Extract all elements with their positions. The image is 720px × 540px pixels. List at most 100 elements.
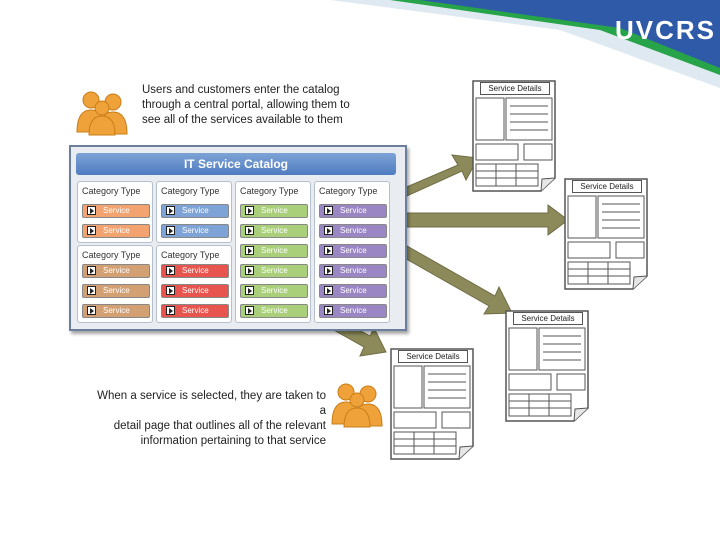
service-details-title: Service Details <box>513 312 583 325</box>
service-button[interactable]: Service <box>161 304 229 318</box>
arrow-to-detail-2 <box>399 204 569 236</box>
play-icon <box>324 246 333 255</box>
play-icon <box>245 206 254 215</box>
service-label: Service <box>182 266 209 275</box>
service-details-title: Service Details <box>572 180 642 193</box>
category-box: Category Type Service Service Service Se… <box>235 181 311 323</box>
service-details-page: Service Details <box>505 310 589 422</box>
service-button[interactable]: Service <box>319 264 387 278</box>
service-button[interactable]: Service <box>82 204 150 218</box>
service-button[interactable]: Service <box>161 204 229 218</box>
category-header: Category Type <box>240 186 299 196</box>
play-icon <box>324 226 333 235</box>
service-label: Service <box>340 246 367 255</box>
people-icon <box>331 383 383 428</box>
caption-line: Users and customers enter the catalog <box>142 84 340 96</box>
category-box: Category Type Service Service <box>156 181 232 243</box>
play-icon <box>245 306 254 315</box>
service-label: Service <box>261 226 288 235</box>
service-label: Service <box>261 246 288 255</box>
category-header: Category Type <box>319 186 378 196</box>
play-icon <box>245 286 254 295</box>
category-header: Category Type <box>161 186 220 196</box>
play-icon <box>324 206 333 215</box>
category-box: Category Type Service Service Service <box>156 245 232 323</box>
logo: UVCRS <box>615 15 717 45</box>
service-label: Service <box>261 286 288 295</box>
category-box: Category Type Service Service Service <box>77 245 153 323</box>
service-button[interactable]: Service <box>82 284 150 298</box>
play-icon <box>87 226 96 235</box>
people-icon <box>76 91 128 136</box>
service-label: Service <box>103 266 130 275</box>
service-label: Service <box>261 306 288 315</box>
play-icon <box>324 266 333 275</box>
play-icon <box>245 266 254 275</box>
service-label: Service <box>261 206 288 215</box>
play-icon <box>245 226 254 235</box>
service-button[interactable]: Service <box>161 264 229 278</box>
category-header: Category Type <box>161 250 220 260</box>
service-button[interactable]: Service <box>240 264 308 278</box>
service-button[interactable]: Service <box>161 224 229 238</box>
play-icon <box>166 306 175 315</box>
service-button[interactable]: Service <box>319 224 387 238</box>
play-icon <box>166 266 175 275</box>
service-label: Service <box>340 206 367 215</box>
service-label: Service <box>340 306 367 315</box>
service-button[interactable]: Service <box>240 224 308 238</box>
caption-bottom: When a service is selected, they are tak… <box>90 389 326 449</box>
service-details-page: Service Details <box>390 348 474 460</box>
service-label: Service <box>182 286 209 295</box>
caption-line: information pertaining to that service <box>140 435 326 447</box>
category-box: Category Type Service Service Service Se… <box>314 181 390 323</box>
play-icon <box>87 286 96 295</box>
category-header: Category Type <box>82 186 141 196</box>
caption-line: through a central portal, allowing them … <box>142 99 350 111</box>
service-label: Service <box>103 226 130 235</box>
service-button[interactable]: Service <box>161 284 229 298</box>
play-icon <box>324 286 333 295</box>
service-label: Service <box>103 206 130 215</box>
document-icon <box>472 80 556 192</box>
service-button[interactable]: Service <box>82 264 150 278</box>
service-details-title: Service Details <box>398 350 468 363</box>
play-icon <box>324 306 333 315</box>
service-label: Service <box>340 226 367 235</box>
document-icon <box>564 178 648 290</box>
service-details-title: Service Details <box>480 82 550 95</box>
play-icon <box>87 206 96 215</box>
service-button[interactable]: Service <box>240 244 308 258</box>
category-header: Category Type <box>82 250 141 260</box>
service-label: Service <box>261 266 288 275</box>
service-details-page: Service Details <box>472 80 556 192</box>
caption-top: Users and customers enter the catalog th… <box>142 83 350 128</box>
service-details-page: Service Details <box>564 178 648 290</box>
arrow-to-detail-1 <box>394 154 479 201</box>
service-label: Service <box>340 286 367 295</box>
service-label: Service <box>182 206 209 215</box>
document-icon <box>390 348 474 460</box>
play-icon <box>245 246 254 255</box>
play-icon <box>166 286 175 295</box>
header-banner <box>330 0 720 88</box>
service-button[interactable]: Service <box>82 304 150 318</box>
service-label: Service <box>103 286 130 295</box>
service-button[interactable]: Service <box>319 304 387 318</box>
service-button[interactable]: Service <box>319 284 387 298</box>
service-button[interactable]: Service <box>319 244 387 258</box>
service-button[interactable]: Service <box>240 204 308 218</box>
service-button[interactable]: Service <box>82 224 150 238</box>
service-button[interactable]: Service <box>319 204 387 218</box>
caption-line: see all of the services available to the… <box>142 114 343 126</box>
play-icon <box>166 206 175 215</box>
service-label: Service <box>182 306 209 315</box>
service-label: Service <box>182 226 209 235</box>
service-button[interactable]: Service <box>240 304 308 318</box>
service-button[interactable]: Service <box>240 284 308 298</box>
service-label: Service <box>340 266 367 275</box>
document-icon <box>505 310 589 422</box>
play-icon <box>87 266 96 275</box>
caption-line: When a service is selected, they are tak… <box>97 390 326 417</box>
service-label: Service <box>103 306 130 315</box>
